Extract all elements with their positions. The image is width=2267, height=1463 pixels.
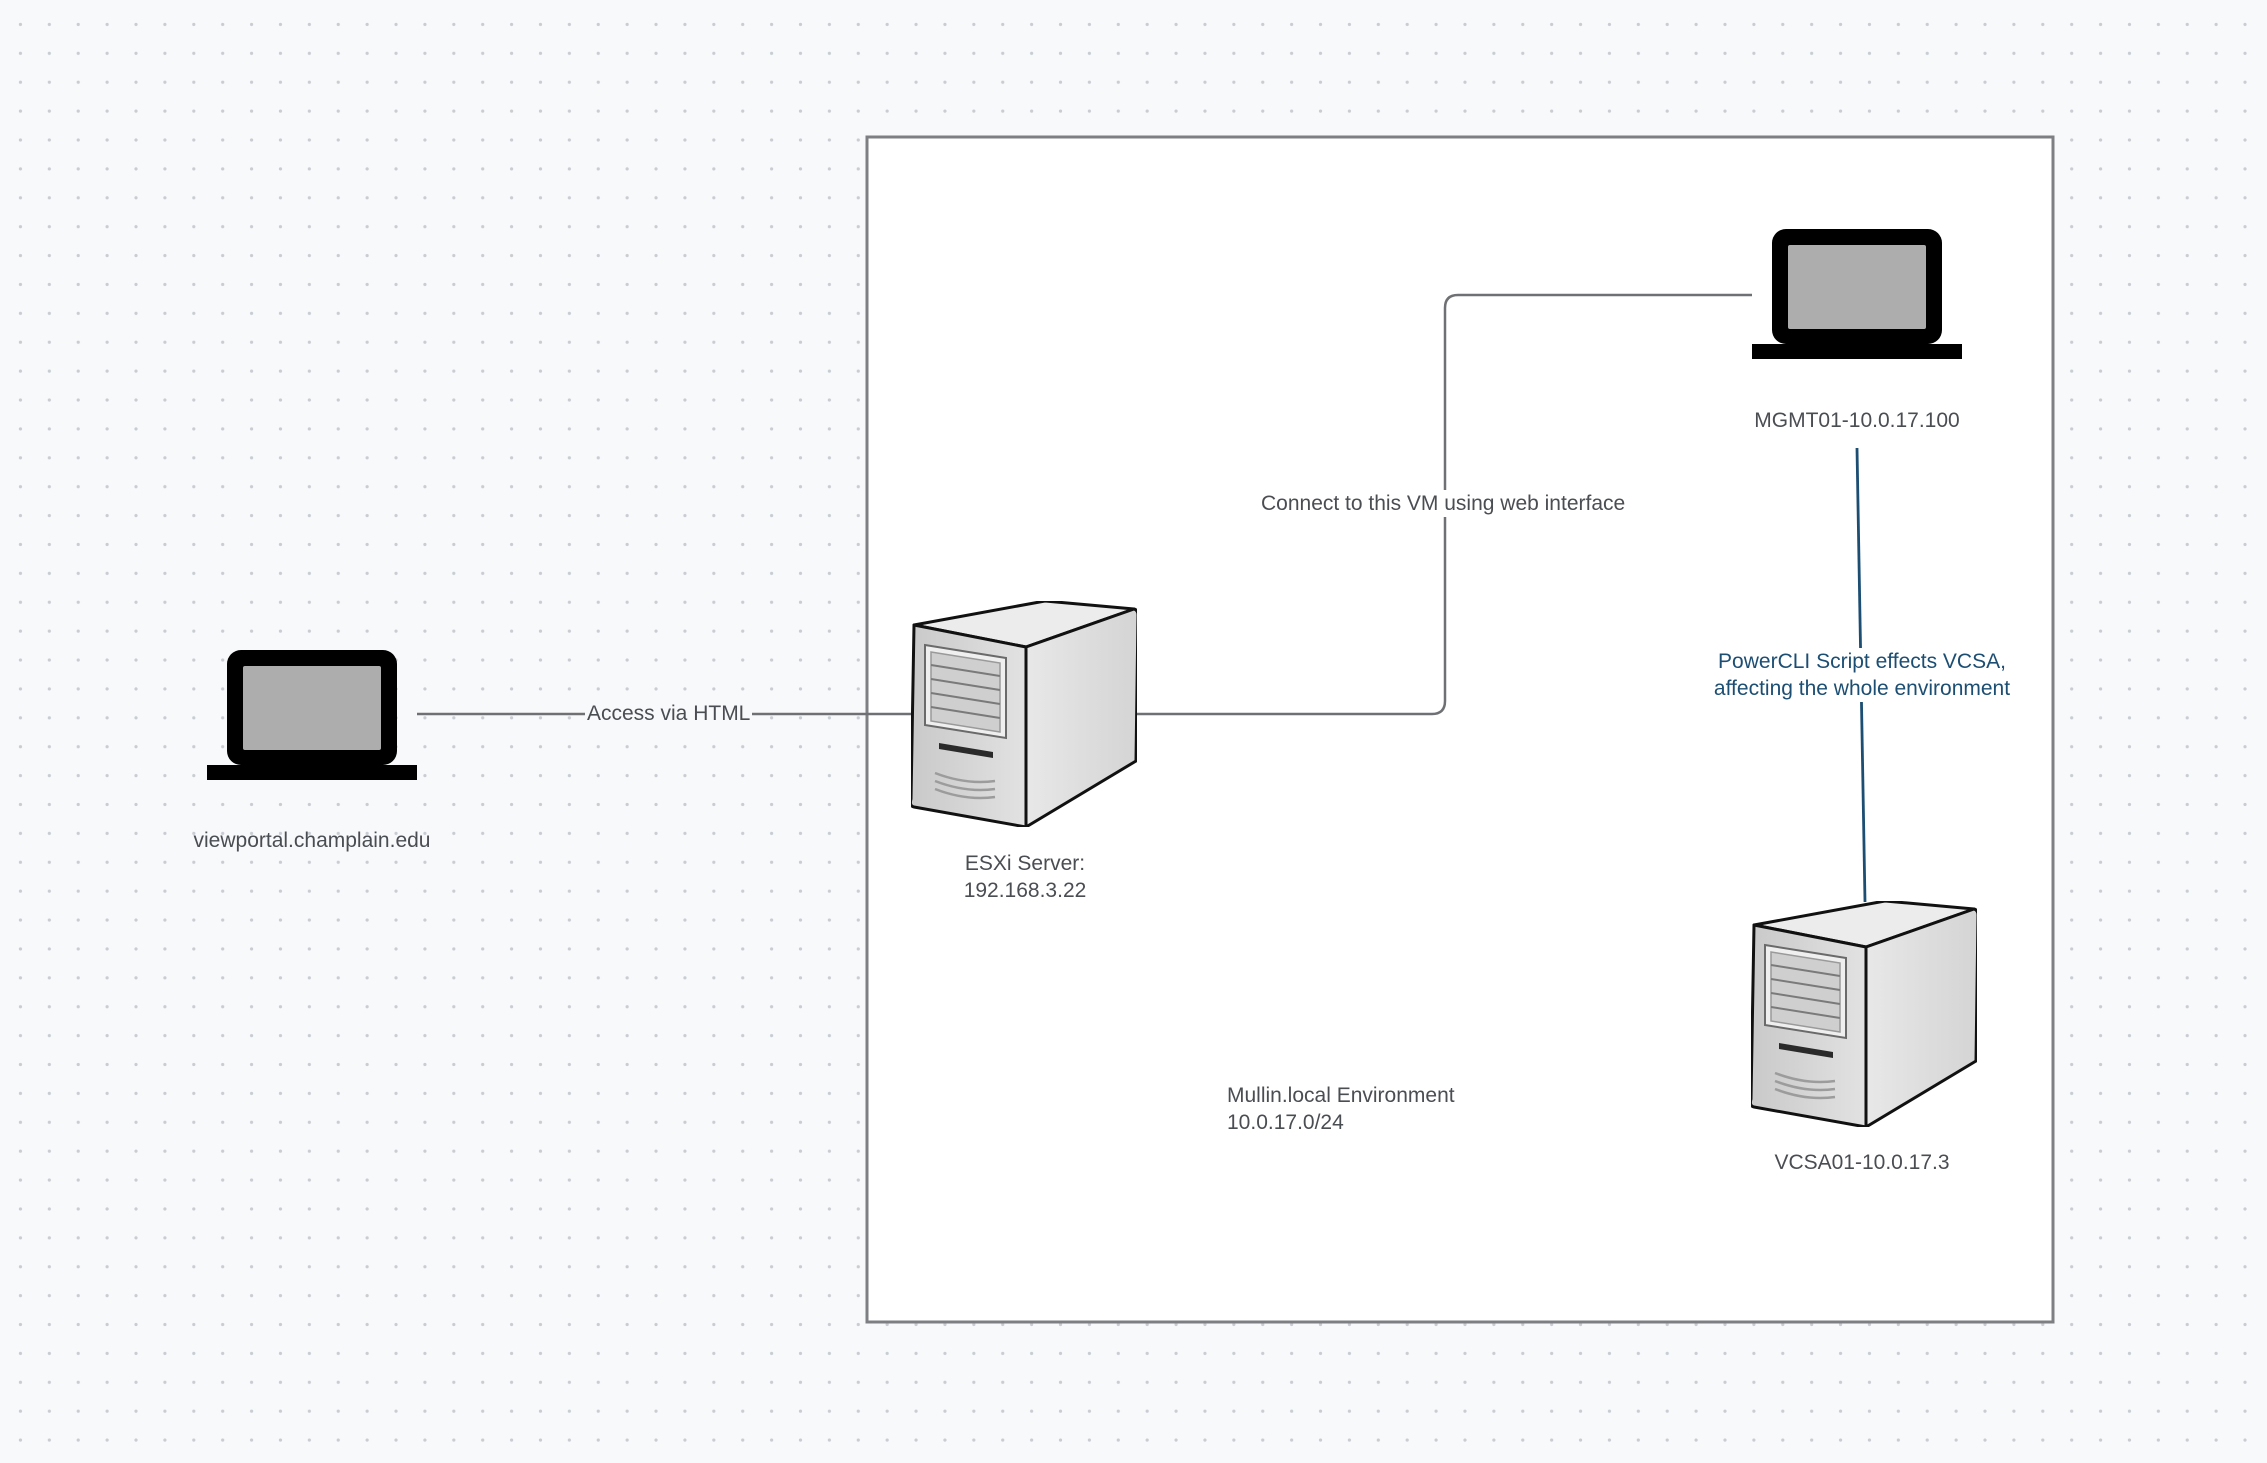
environment-subnet: 10.0.17.0/24 <box>1227 1111 1344 1134</box>
esxi-server-label: ESXi Server: 192.168.3.22 <box>905 850 1145 904</box>
powercli-script-label: PowerCLI Script effects VCSA, affecting … <box>1700 648 2024 702</box>
powercli-label-line1: PowerCLI Script effects VCSA, <box>1718 650 2006 673</box>
mgmt01-label: MGMT01-10.0.17.100 <box>1754 409 1960 432</box>
laptop-icon[interactable] <box>207 650 417 780</box>
environment-label: Mullin.local Environment 10.0.17.0/24 <box>1227 1082 1455 1136</box>
connect-web-interface-label: Connect to this VM using web interface <box>1259 490 1628 517</box>
esxi-server-name: ESXi Server: <box>964 852 1086 875</box>
viewportal-label: viewportal.champlain.edu <box>193 829 431 852</box>
vcsa01-label: VCSA01-10.0.17.3 <box>1774 1151 1950 1174</box>
powercli-label-line2: affecting the whole environment <box>1713 677 2011 700</box>
laptop-icon[interactable] <box>1752 229 1962 359</box>
esxi-server-ip: 192.168.3.22 <box>963 879 1087 902</box>
access-via-html-label: Access via HTML <box>585 700 753 727</box>
environment-title: Mullin.local Environment <box>1227 1084 1455 1107</box>
